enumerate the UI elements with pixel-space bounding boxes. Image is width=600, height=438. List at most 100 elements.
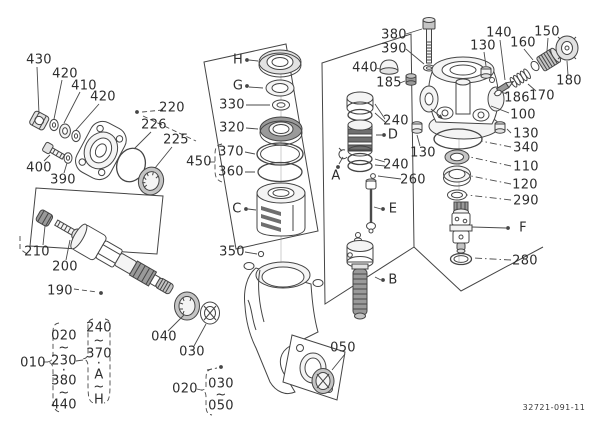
callout-420: 420 — [52, 67, 78, 82]
callout-440: 440 — [352, 61, 378, 76]
spring-170 — [509, 68, 531, 88]
bearing-040 — [174, 291, 200, 321]
callout-380: 380 — [51, 374, 77, 389]
valve-housing-100 — [419, 56, 505, 140]
callout-150: 150 — [534, 25, 560, 40]
nut-130-right — [494, 121, 506, 134]
callout-190: 190 — [47, 284, 73, 299]
nut-130-left — [411, 121, 423, 134]
bearing-H — [258, 49, 302, 78]
callout-350: 350 — [219, 245, 245, 260]
callout-010: 010 — [20, 356, 46, 371]
seal-050 — [311, 368, 335, 394]
flange-assembly — [29, 110, 165, 196]
spool-column — [338, 91, 377, 320]
callout-C: C — [232, 202, 241, 217]
bolt-380 — [422, 17, 436, 64]
callout-020: 020 — [51, 329, 77, 344]
callout-160: 160 — [510, 36, 536, 51]
seal-G — [265, 79, 295, 97]
piston-240-upper — [346, 91, 374, 122]
washer-420-a — [49, 118, 59, 132]
callout-380: 380 — [381, 28, 407, 43]
callout-·: · — [62, 364, 66, 379]
nut-130-top — [480, 66, 492, 79]
ball-260 — [370, 173, 376, 179]
callout-180: 180 — [556, 74, 582, 89]
ring-280 — [449, 252, 473, 266]
cap-180 — [555, 35, 579, 61]
callout-185: 185 — [376, 76, 402, 91]
bolt-400 — [42, 141, 66, 160]
cylinder-C — [256, 182, 306, 237]
callout-120: 120 — [512, 178, 538, 193]
flange-220 — [75, 120, 127, 181]
callout-layer: 430420410420220226225450400390HG33032037… — [20, 25, 582, 414]
screw-350 — [257, 250, 265, 258]
callout-G: G — [233, 79, 243, 94]
nut-185 — [405, 73, 417, 86]
oil-seal-030 — [200, 301, 220, 325]
callout-450: 450 — [186, 155, 212, 170]
callout-130: 130 — [513, 127, 539, 142]
valve-F — [449, 201, 473, 254]
callout-100: 100 — [510, 108, 536, 123]
callout-030: 030 — [179, 345, 205, 360]
bearing-320 — [259, 116, 303, 146]
callout-030: 030 — [208, 377, 234, 392]
ring-240-lower — [347, 152, 373, 173]
callout-D: D — [388, 128, 398, 143]
callout-020: 020 — [172, 382, 198, 397]
callout-B: B — [388, 273, 397, 288]
callout-E: E — [389, 202, 398, 217]
callout-170: 170 — [529, 89, 555, 104]
seat-186 — [494, 89, 502, 97]
o-ring-340 — [433, 128, 483, 150]
callout-220: 220 — [159, 101, 185, 116]
callout-130: 130 — [470, 39, 496, 54]
callout-290: 290 — [513, 194, 539, 209]
callout-330: 330 — [219, 98, 245, 113]
callout-H: H — [233, 53, 243, 68]
callout-A: A — [331, 169, 340, 184]
callout-·: · — [97, 357, 101, 372]
ring-330 — [272, 99, 290, 111]
callout-240: 240 — [383, 158, 409, 173]
shaft-E — [365, 178, 377, 234]
bearing-120 — [443, 165, 471, 187]
callout-A: A — [94, 368, 103, 383]
shaft-B — [346, 232, 374, 320]
callout-110: 110 — [513, 160, 539, 175]
drawing-number: 32721-091-11 — [523, 403, 586, 412]
callout-360: 360 — [218, 165, 244, 180]
washer-410 — [59, 123, 71, 139]
callout-370: 370 — [86, 347, 112, 362]
callout-400: 400 — [26, 161, 52, 176]
gearbox-housing — [243, 250, 346, 401]
callout-H: H — [94, 393, 104, 408]
callout-200: 200 — [52, 260, 78, 275]
callout-390: 390 — [50, 173, 76, 188]
section-planes — [29, 33, 544, 305]
callout-410: 410 — [71, 79, 97, 94]
callout-130: 130 — [410, 146, 436, 161]
callout-230: 230 — [51, 354, 77, 369]
legend-brackets — [19, 143, 223, 416]
nut-430 — [29, 110, 50, 131]
leader-lines — [36, 28, 569, 371]
clip-A — [338, 147, 348, 160]
callout-420: 420 — [90, 90, 116, 105]
callout-260: 260 — [400, 173, 426, 188]
needle-bearing-225 — [137, 166, 165, 196]
spring-washer-390 — [63, 152, 73, 164]
callout-140: 140 — [486, 26, 512, 41]
worm-shaft-assembly — [35, 209, 220, 325]
nut-210 — [35, 209, 54, 227]
spool-D — [347, 119, 373, 157]
o-ring-160 — [530, 60, 540, 72]
callout-440: 440 — [51, 398, 77, 413]
callout-280: 280 — [512, 254, 538, 269]
leader-dots — [99, 58, 510, 369]
callout-040: 040 — [151, 330, 177, 345]
